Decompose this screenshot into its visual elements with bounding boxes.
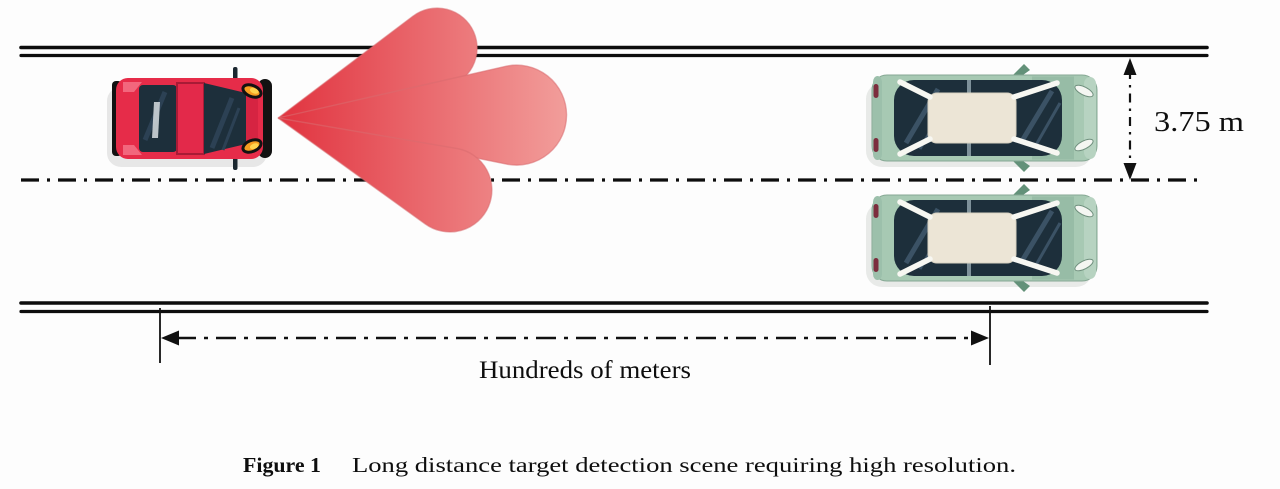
target-car-taillight-top	[873, 204, 879, 218]
caption-figure-number: Figure 1	[243, 453, 321, 477]
target-car-glass-streak-4	[1034, 222, 1062, 266]
target-car-front-cap	[1084, 77, 1096, 159]
target-car-pillars	[897, 79, 1060, 157]
radar-beam-main-lobe	[277, 64, 568, 166]
target-car-front-cap	[1084, 197, 1096, 279]
ego-car-windshield-streak-2	[221, 107, 241, 151]
target-car-bottom-lane	[866, 184, 1098, 292]
target-car-taillight-bottom	[873, 258, 879, 272]
distance-label: Hundreds of meters	[479, 357, 691, 384]
lane-width-dimension	[1123, 58, 1137, 180]
target-car-glass-streak-3	[1019, 89, 1055, 143]
road-markings	[19, 45, 1209, 314]
ego-car-side-mirror-top	[233, 67, 238, 80]
ego-car-hood-shading	[246, 88, 258, 149]
target-car-glass-streak-4	[1034, 102, 1062, 146]
target-car-top-lane	[866, 64, 1098, 172]
ego-car-windshield-streak-1	[209, 97, 235, 149]
arrowhead-left-icon	[161, 330, 179, 346]
ego-car-roof	[176, 82, 205, 155]
target-car-roof	[927, 92, 1017, 144]
lane-width-label: 3.75 m	[1154, 107, 1244, 138]
target-car-headlight-bottom	[1074, 258, 1094, 272]
arrowhead-right-icon	[971, 330, 989, 346]
radar-beam	[277, 7, 568, 233]
target-car-roof	[927, 212, 1017, 264]
caption-text: Long distance target detection scene req…	[352, 453, 1016, 477]
ego-car-side-mirror-bottom	[233, 157, 238, 170]
ego-car-headlight-bottom	[241, 138, 263, 154]
ego-car	[107, 67, 272, 170]
radar-beam-lower-lobe	[277, 117, 493, 233]
target-car-headlight-bottom	[1074, 138, 1094, 152]
ego-car-rear-window-reflection	[152, 102, 160, 138]
target-car-taillight-bottom	[873, 138, 879, 152]
ego-car-trunk-highlight-bottom	[123, 145, 142, 155]
figure-caption: Figure 1 Long distance target detection …	[243, 453, 1016, 477]
target-car-headlight-top	[1074, 84, 1094, 98]
distance-dimension	[159, 306, 991, 365]
arrowhead-down-icon	[1123, 163, 1137, 180]
ego-car-trunk-highlight-top	[123, 82, 142, 92]
target-car-pillars	[897, 199, 1060, 277]
target-car-glass-streak-3	[1019, 209, 1055, 263]
target-car-headlight-top	[1074, 204, 1094, 218]
arrowhead-up-icon	[1123, 58, 1137, 75]
target-car-taillight-top	[873, 84, 879, 98]
ego-car-headlight-top	[241, 83, 263, 99]
